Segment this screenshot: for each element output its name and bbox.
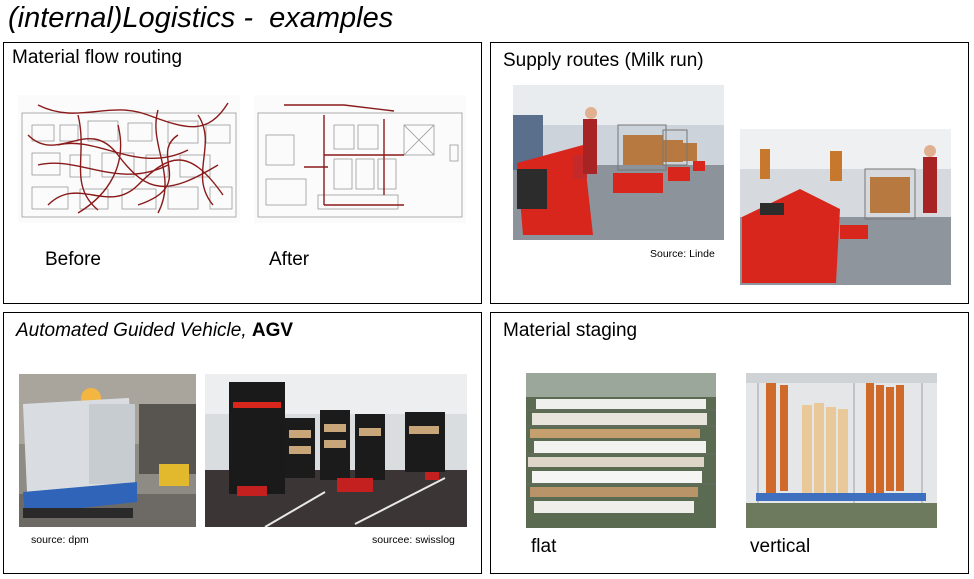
before-layout-drawing <box>18 95 240 223</box>
milk-run-photo-1 <box>513 85 724 240</box>
panel-title: Material staging <box>503 320 638 341</box>
vertical-staging-photo <box>746 373 937 528</box>
source-linde: Source: Linde <box>650 248 715 260</box>
source-swisslog: sourcee: swisslog <box>372 534 455 546</box>
agv-photo-dpm <box>19 374 196 527</box>
source-dpm: source: dpm <box>31 534 89 546</box>
caption-after: After <box>269 249 310 270</box>
caption-vertical: vertical <box>750 536 811 557</box>
agv-photo-swisslog <box>205 374 467 527</box>
title-italic: Automated Guided Vehicle, <box>16 320 247 341</box>
caption-flat: flat <box>531 536 557 557</box>
panel-material-flow: Material flow routing <box>3 42 482 304</box>
caption-before: Before <box>45 249 101 270</box>
panel-title: Supply routes (Milk run) <box>503 50 704 71</box>
panel-supply-routes: Supply routes (Milk run) <box>490 42 969 304</box>
title-bold: AGV <box>251 320 294 341</box>
panel-title: Material flow routing <box>12 47 183 68</box>
panel-material-staging: Material staging <box>490 312 969 574</box>
panel-title: Automated Guided Vehicle, AGV <box>16 320 293 342</box>
after-layout-drawing <box>254 95 466 223</box>
milk-run-photo-2 <box>740 129 951 285</box>
page-title: (internal)Logistics - examples <box>8 2 394 34</box>
panel-agv: Automated Guided Vehicle, AGV <box>3 312 482 574</box>
flat-staging-photo <box>526 373 716 528</box>
